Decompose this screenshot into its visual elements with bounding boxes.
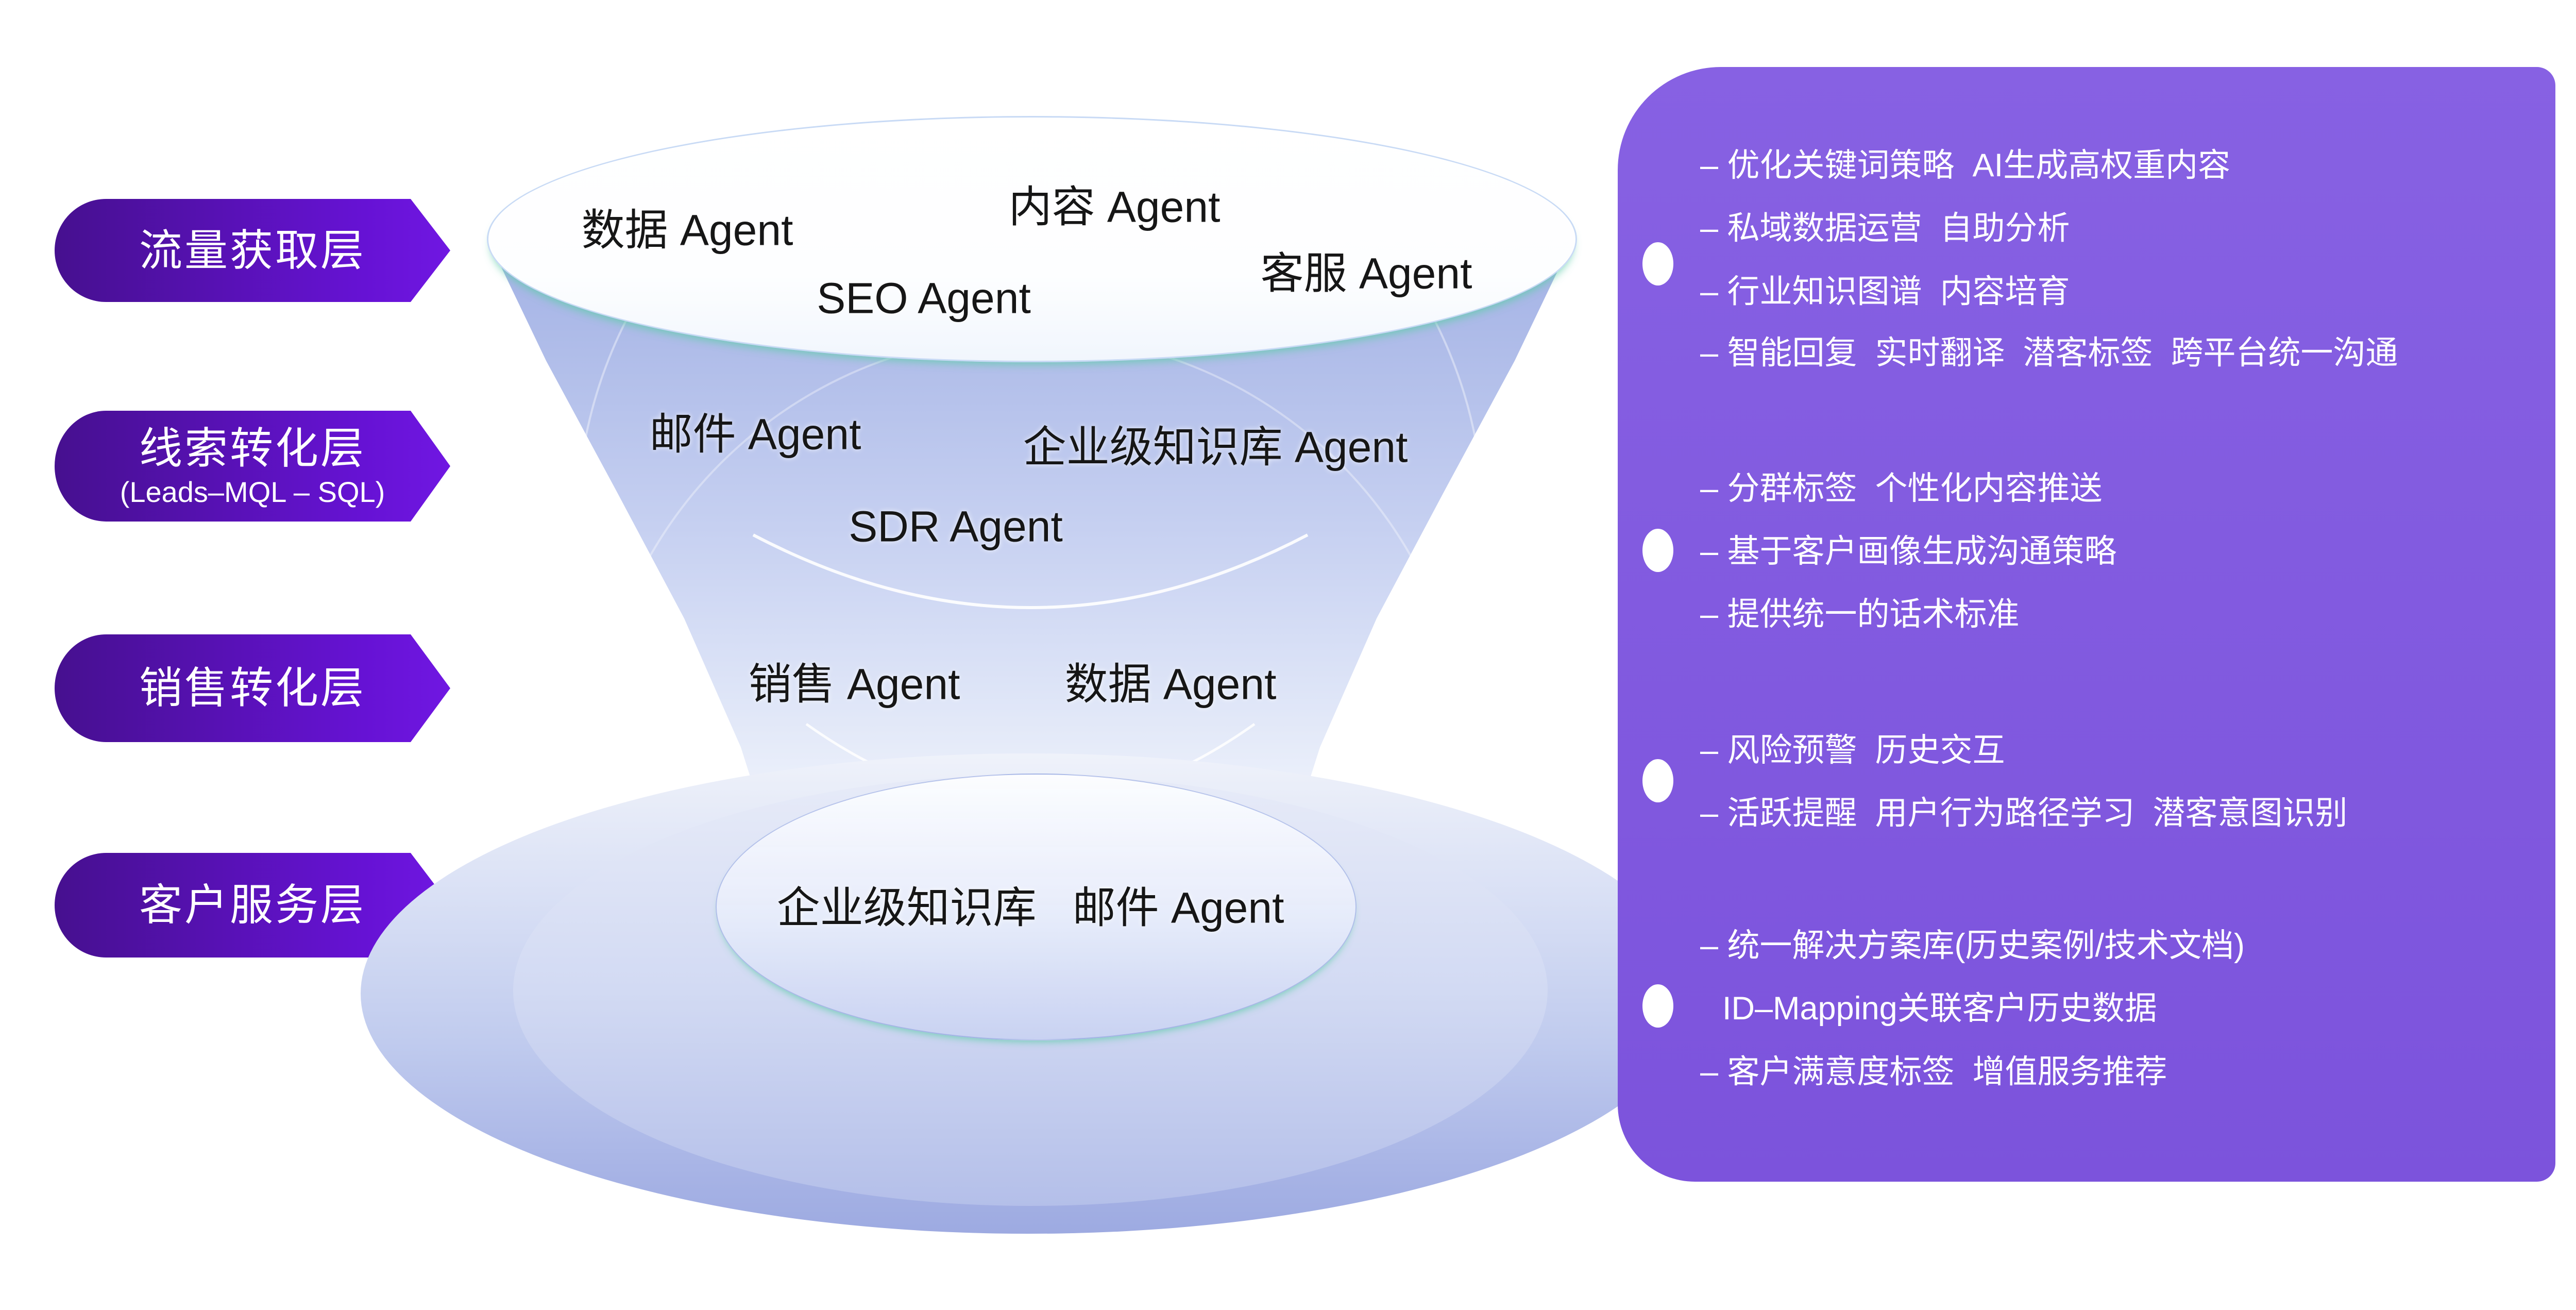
agent-label: SDR Agent (849, 502, 1063, 551)
agent-label: 企业级知识库 (776, 883, 1037, 932)
layer-label-text: 线索转化层 (139, 424, 366, 473)
panel-feature-line: – 提供统一的话术标准 (1700, 596, 2020, 632)
base-pool-ellipse-inner (716, 774, 1357, 1040)
panel-feature-line: – 优化关键词策略 AI生成高权重内容 (1700, 147, 2231, 183)
panel-feature-line: – 客户满意度标签 增值服务推荐 (1700, 1054, 2167, 1090)
agent-label: 销售 Agent (748, 660, 960, 709)
layer-label-service: 客户服务层 (55, 853, 450, 958)
bullet-dot-icon (1642, 242, 1673, 285)
panel-feature-line: – 统一解决方案库(历史案例/技术文档) (1700, 928, 2245, 964)
agent-label: 内容 Agent (1008, 182, 1221, 231)
agent-label: SEO Agent (817, 274, 1031, 323)
bullet-dot-icon (1642, 759, 1673, 802)
bullet-dot-icon (1642, 984, 1673, 1028)
panel-feature-line: – 智能回复 实时翻译 潜客标签 跨平台统一沟通 (1700, 335, 2398, 371)
panel-feature-line: – 私域数据运营 自助分析 (1700, 210, 2070, 246)
layer-label-text: 流量获取层 (139, 226, 366, 275)
layer-label-traffic: 流量获取层 (55, 199, 450, 302)
layer-label-leads: 线索转化层 (Leads–MQL – SQL) (55, 411, 450, 522)
funnel-top-ellipse (487, 116, 1577, 362)
layer-label-sales: 销售转化层 (55, 634, 450, 742)
agent-label: 邮件 Agent (1072, 883, 1284, 932)
agent-label: 数据 Agent (1064, 660, 1277, 709)
panel-feature-line: – 行业知识图谱 内容培育 (1700, 274, 2070, 310)
layer-label-subtitle: (Leads–MQL – SQL) (120, 475, 385, 508)
chevron-arrow-shape (55, 853, 450, 958)
capability-detail-panel: – 优化关键词策略 AI生成高权重内容 – 私域数据运营 自助分析 – 行业知识… (1618, 67, 2555, 1182)
panel-feature-line: – 分群标签 个性化内容推送 (1700, 471, 2103, 507)
panel-feature-line: – 基于客户画像生成沟通策略 (1700, 533, 2117, 569)
chevron-arrow-shape (55, 634, 450, 742)
chevron-arrow-shape (55, 199, 450, 302)
funnel-band-divider-arc (752, 533, 1309, 609)
layer-label-text: 客户服务层 (139, 881, 366, 930)
bullet-dot-icon (1642, 529, 1673, 572)
agent-label: 邮件 Agent (649, 410, 861, 459)
pool-agent-row: 企业级知识库 邮件 Agent (777, 874, 1284, 936)
panel-feature-line: – 活跃提醒 用户行为路径学习 潜客意图识别 (1700, 795, 2348, 831)
agent-label: 企业级知识库 Agent (1023, 423, 1408, 472)
panel-feature-line: ID–Mapping关联客户历史数据 (1722, 990, 2157, 1027)
layer-label-text: 销售转化层 (139, 664, 366, 713)
agent-label: 数据 Agent (581, 206, 793, 255)
agent-label: 客服 Agent (1260, 249, 1472, 298)
panel-feature-line: – 风险预警 历史交互 (1700, 732, 2005, 768)
chevron-arrow-shape (55, 411, 450, 522)
